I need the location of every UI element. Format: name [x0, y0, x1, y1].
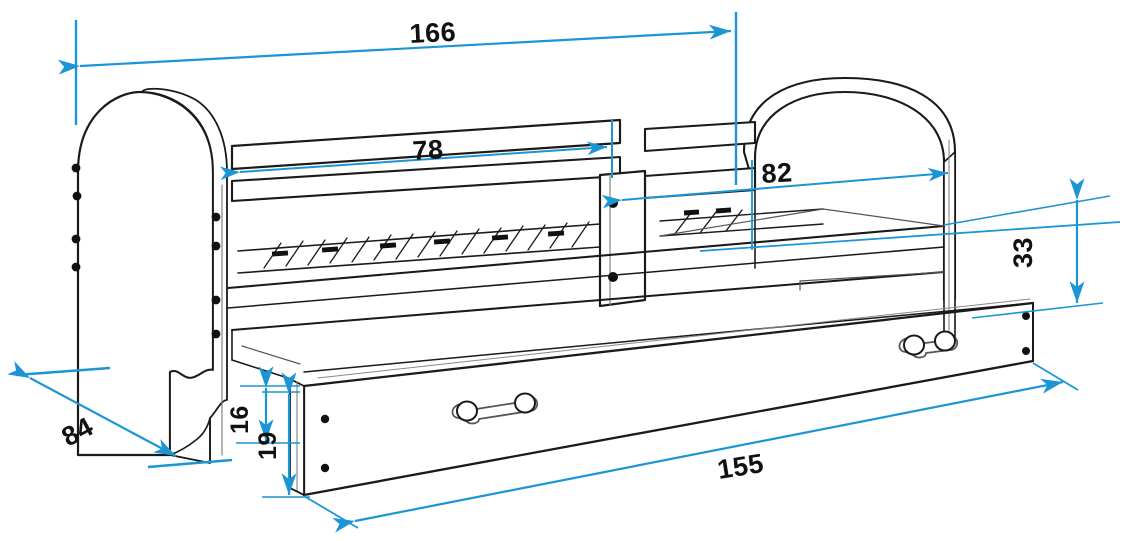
- furniture-linework: [71, 76, 1035, 497]
- dowel-holes: [211, 212, 221, 339]
- side-frame: [226, 208, 946, 380]
- right-headboard: [742, 76, 957, 339]
- slat-base: [237, 207, 824, 274]
- dimension-label-frame-height: 33: [1008, 237, 1038, 268]
- drawer-handle-right: [898, 330, 959, 359]
- dowel-holes: [71, 163, 82, 272]
- dimension-label-rail-left: 78: [412, 134, 445, 166]
- dowel-holes: [1022, 312, 1030, 355]
- dimension-annotations: [7, 12, 1121, 533]
- safety-rail: [230, 118, 757, 203]
- dimension-bed-depth: [7, 361, 233, 469]
- dimension-label-rail-right: 82: [761, 157, 794, 189]
- drawer: [289, 298, 1035, 497]
- dimension-label-overall-length: 166: [409, 17, 457, 49]
- dimension-label-drawer-inner-height: 16: [226, 405, 254, 434]
- dimension-drawer-outer-height: [262, 372, 310, 498]
- left-headboard: [71, 87, 228, 464]
- dimension-overall-length: [57, 12, 738, 185]
- dimension-label-drawer-outer-height: 19: [254, 431, 282, 460]
- dimension-labels: 166 78 82 33 84 16 19 155: [57, 17, 1038, 485]
- dowel-holes: [320, 414, 330, 473]
- drawer-handle-left: [451, 392, 539, 425]
- dimension-drawer-length: [303, 362, 1079, 533]
- dimension-frame-height: [943, 178, 1111, 319]
- dimension-label-drawer-length: 155: [715, 448, 766, 485]
- rail-post: [598, 169, 647, 308]
- dimension-rail-right: [601, 160, 1121, 252]
